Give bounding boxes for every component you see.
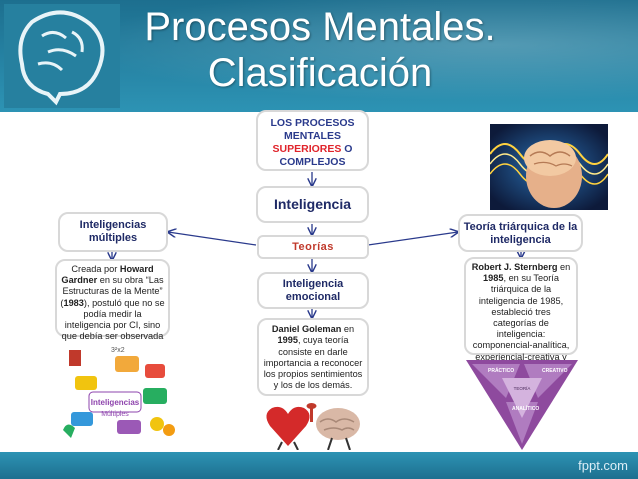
heart-brain-illustration	[266, 403, 360, 450]
gardner-year: 1983	[63, 297, 84, 308]
goleman-description: Daniel Goleman en 1995, cuya teoría cons…	[257, 318, 369, 396]
sternberg-year: 1985	[483, 273, 504, 284]
sternberg-text-1: en	[557, 262, 571, 272]
gardner-text-2: en su obra “Las Estructuras de la Mente”…	[60, 275, 164, 308]
gardner-name: Howard Gardner	[61, 264, 154, 286]
intelligence-node: Inteligencia	[256, 186, 369, 223]
root-highlight: SUPERIORES	[272, 143, 342, 155]
triarchic-label: Teoría triárquica de la inteligencia	[463, 221, 578, 246]
triarchic-triangle-illustration: PRÁCTICO CREATIVO ANALÍTICO TEORÍA	[466, 360, 578, 450]
root-text-post: O COMPLEJOS	[279, 143, 353, 168]
goleman-name: Daniel Goleman	[271, 324, 342, 334]
svg-text:CREATIVO: CREATIVO	[542, 368, 568, 374]
multiple-label: Inteligencias múltiples	[79, 219, 147, 244]
root-node: LOS PROCESOS MENTALES SUPERIORES O COMPL…	[256, 110, 369, 171]
gardner-description: Creada por Howard Gardner en su obra “La…	[55, 259, 170, 352]
emotional-label: Inteligencia emocional	[282, 278, 344, 303]
svg-text:PRÁCTICO: PRÁCTICO	[488, 367, 514, 374]
sternberg-name: Robert J. Sternberg	[471, 262, 558, 272]
gardner-text-1: Creada por	[71, 264, 120, 274]
svg-text:Múltiples: Múltiples	[101, 411, 129, 418]
theories-node: Teorías	[257, 235, 369, 259]
svg-text:TEORÍA: TEORÍA	[514, 385, 531, 391]
triarchic-theory-node: Teoría triárquica de la inteligencia	[458, 214, 583, 252]
multiple-intelligences-illustration: 3²x2 Inteligencias Múltiples	[53, 342, 178, 442]
goleman-text-1: en	[341, 324, 355, 334]
brain-waves-illustration	[490, 124, 608, 210]
slide-title: Procesos Mentales. Clasificación	[144, 5, 496, 95]
root-text-pre: LOS PROCESOS MENTALES	[270, 117, 355, 142]
goleman-year: 1995	[277, 335, 298, 346]
goleman-text-2: , cuya teoría consiste en darle importan…	[263, 335, 363, 391]
svg-text:Inteligencias: Inteligencias	[91, 398, 140, 407]
emotional-intelligence-node: Inteligencia emocional	[257, 272, 369, 309]
slide-footer: fppt.com	[0, 452, 638, 479]
multiple-intelligences-node: Inteligencias múltiples	[58, 212, 168, 252]
theories-label: Teorías	[292, 241, 334, 253]
brain-logo-icon	[4, 4, 120, 108]
svg-text:ANALÍTICO: ANALÍTICO	[512, 404, 539, 412]
svg-text:3²x2: 3²x2	[111, 347, 125, 354]
footer-brand: fppt.com	[578, 458, 628, 473]
intelligence-label: Inteligencia	[273, 196, 352, 212]
sternberg-description: Robert J. Sternberg en 1985, en su Teorí…	[464, 257, 578, 373]
